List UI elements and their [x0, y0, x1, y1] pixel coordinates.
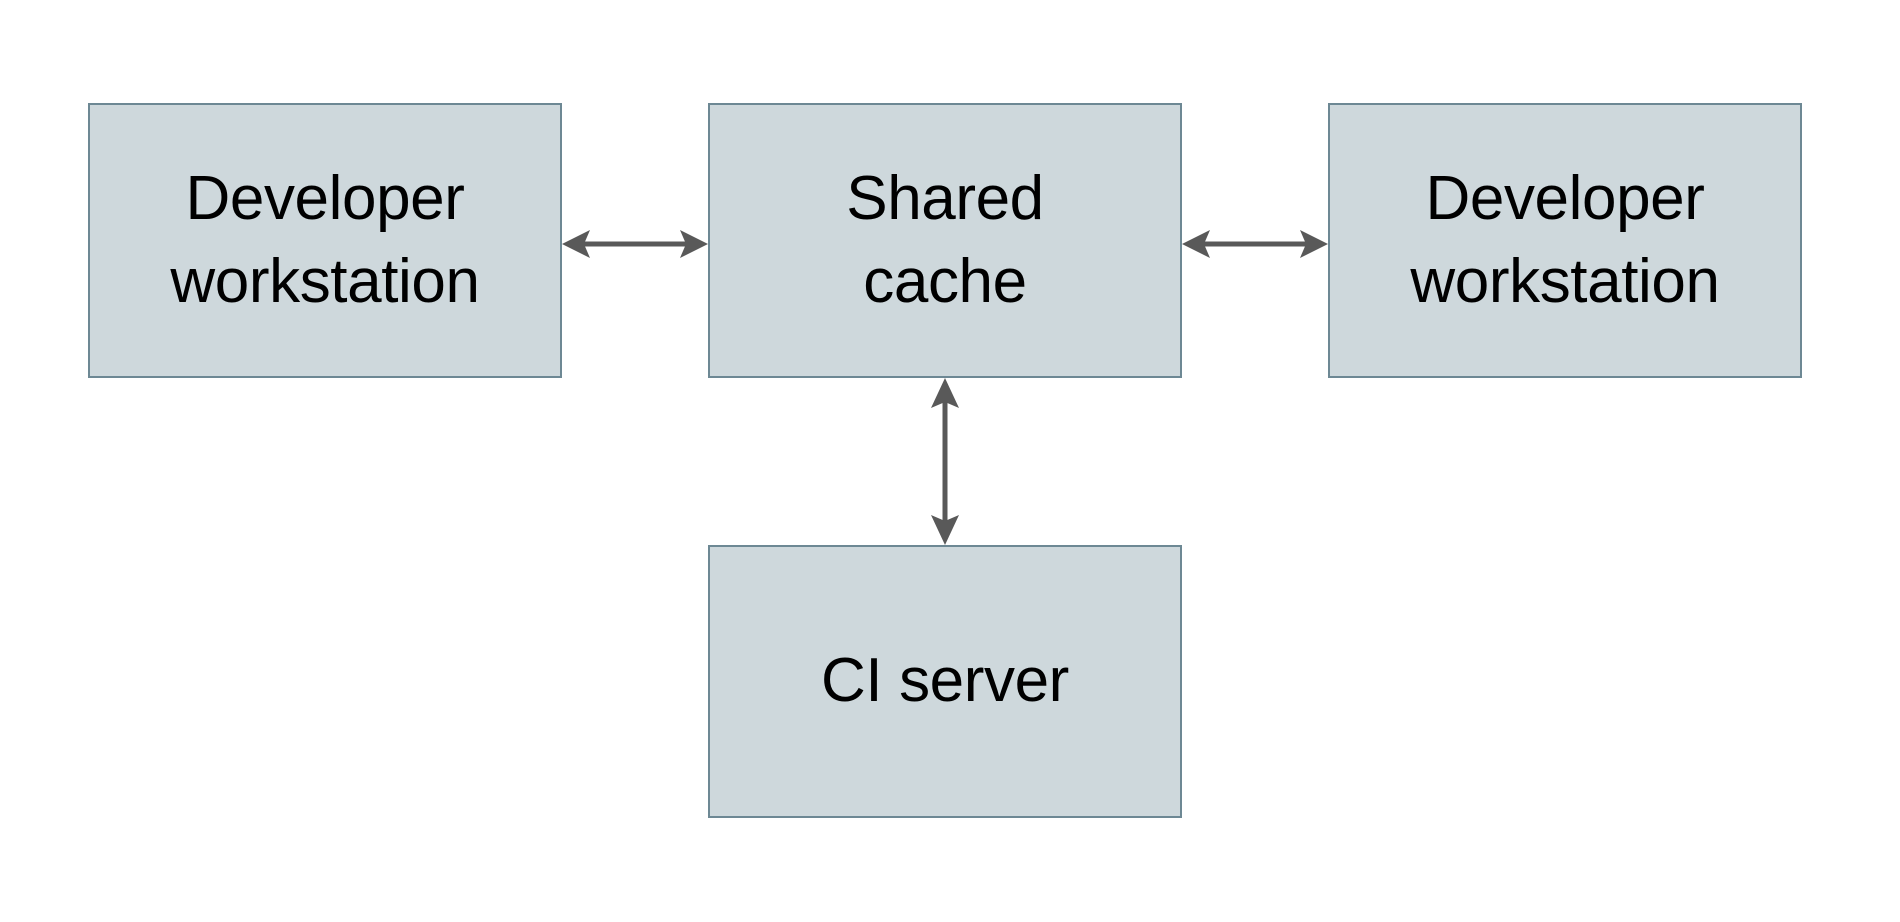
connector-shared-cache-to-ci-server — [931, 378, 959, 545]
node-label-developer-workstation-left: Developer workstation — [170, 164, 480, 316]
arrowhead-left-icon — [1182, 230, 1210, 258]
node-label-shared-cache: Shared cache — [846, 164, 1044, 316]
node-developer-workstation-left[interactable]: Developer workstation — [88, 103, 562, 378]
node-label-ci-server: CI server — [821, 646, 1069, 716]
node-developer-workstation-right[interactable]: Developer workstation — [1328, 103, 1802, 378]
arrowhead-up-icon — [931, 378, 959, 408]
node-ci-server[interactable]: CI server — [708, 545, 1182, 818]
node-label-developer-workstation-right: Developer workstation — [1410, 164, 1720, 316]
connector-dev-left-to-shared-cache — [562, 230, 708, 258]
connector-shared-cache-to-dev-right — [1182, 230, 1328, 258]
arrowhead-right-icon — [680, 230, 708, 258]
arrowhead-left-icon — [562, 230, 590, 258]
node-shared-cache[interactable]: Shared cache — [708, 103, 1182, 378]
arrowhead-down-icon — [931, 515, 959, 545]
arrowhead-right-icon — [1300, 230, 1328, 258]
